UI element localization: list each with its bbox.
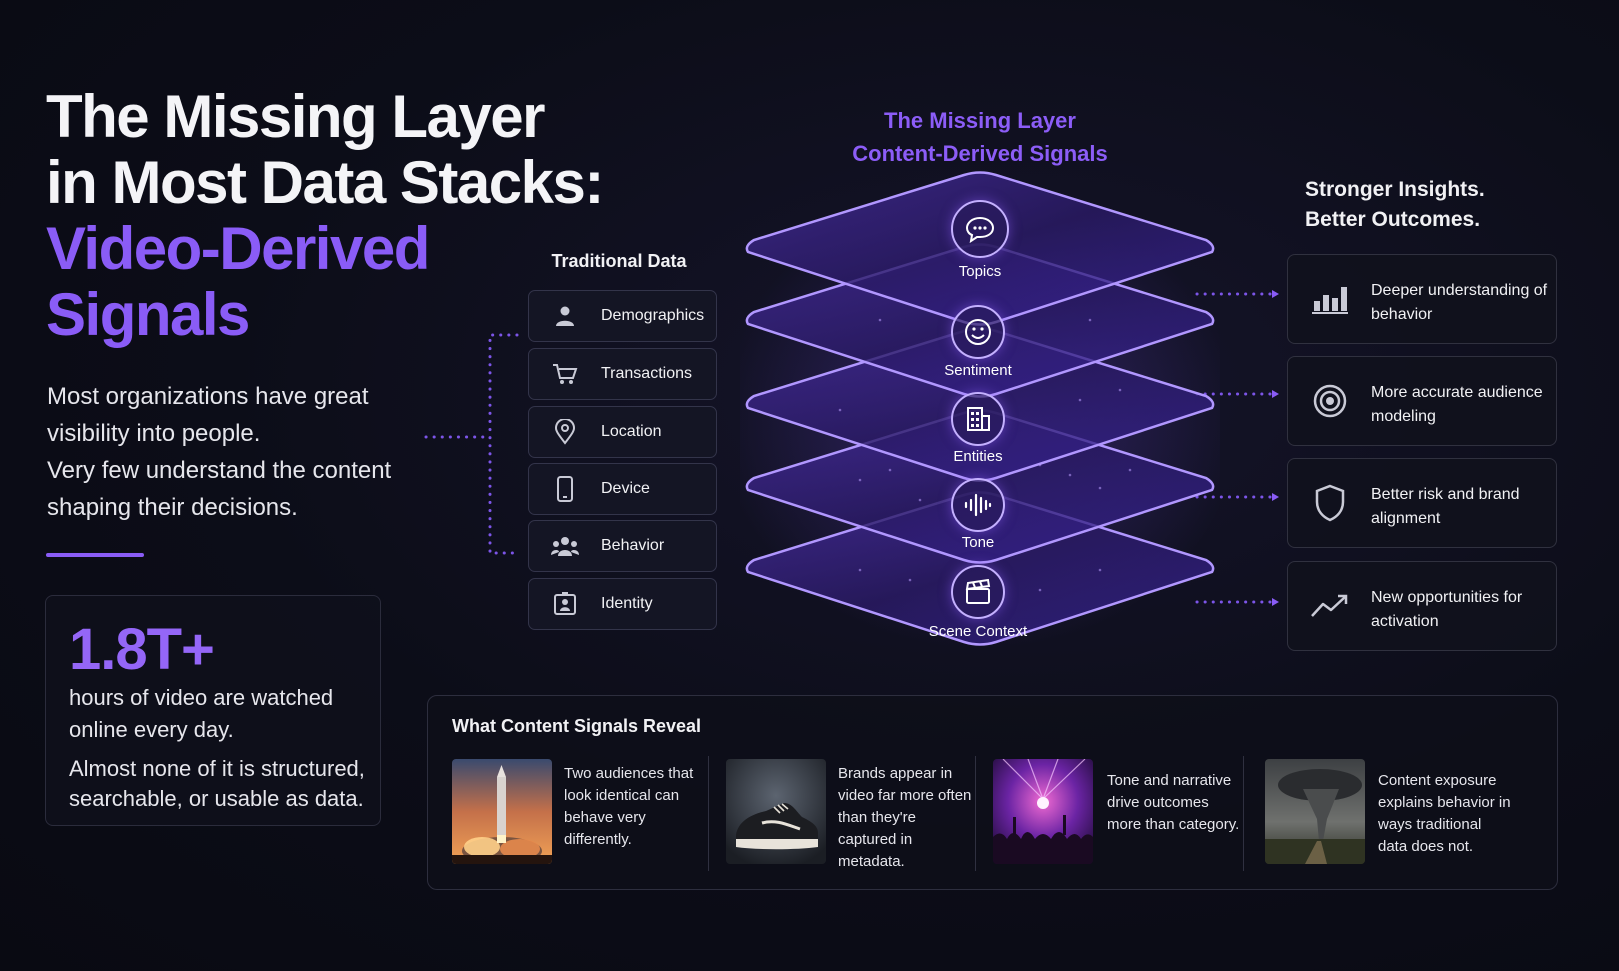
hero-desc-line: Very few understand the content [47, 457, 392, 484]
insight-card: New opportunities for activation [1287, 561, 1557, 651]
layer-label-scene-context: Scene Context [928, 623, 1028, 640]
trend-up-icon [1308, 584, 1352, 628]
panel-title: What Content Signals Reveal [452, 716, 702, 736]
layer-label-entities: Entities [953, 448, 1003, 465]
trad-item-transactions: Transactions [528, 348, 717, 400]
divider [708, 756, 709, 871]
insight-text: More accurate audience modeling [1371, 384, 1543, 425]
trad-item-label: Location [601, 423, 662, 440]
hero-desc-line: visibility into people. [47, 420, 261, 447]
reveal-text: Two audiences that look identical can be… [564, 765, 694, 848]
insights-heading: Stronger Insights. Better Outcomes. [1305, 175, 1565, 235]
group-icon [541, 521, 589, 571]
insight-card: Better risk and brand alignment [1287, 458, 1557, 548]
trad-item-location: Location [528, 406, 717, 458]
tornado-storm-image [1265, 759, 1365, 864]
trad-item-behavior: Behavior [528, 520, 717, 572]
insight-text: Deeper understanding of behavior [1371, 282, 1548, 323]
id-badge-icon [541, 579, 589, 629]
hero-description: Most organizations have great visibility… [47, 378, 427, 526]
trad-item-label: Device [601, 480, 650, 497]
stat-number: 1.8T+ [69, 617, 215, 682]
missing-layer-title: The Missing Layer Content-Derived Signal… [810, 104, 1150, 170]
insight-text: New opportunities for activation [1371, 589, 1523, 630]
reveal-text: Brands appear in video far more often th… [838, 765, 972, 870]
waveform-icon [951, 478, 1005, 532]
page-title: The Missing Layer in Most Data Stacks: V… [46, 84, 606, 348]
layer-label-topics: Topics [958, 263, 1002, 280]
bar-chart-icon [1308, 277, 1352, 321]
title-line: The Missing Layer [46, 83, 545, 150]
target-icon [1308, 379, 1352, 423]
divider [1243, 756, 1244, 871]
trad-item-label: Transactions [601, 365, 692, 382]
traditional-data-heading: Traditional Data [551, 251, 687, 271]
trad-item-demographics: Demographics [528, 290, 717, 342]
person-icon [541, 291, 589, 341]
phone-icon [541, 464, 589, 514]
insight-card: More accurate audience modeling [1287, 356, 1557, 446]
trad-item-identity: Identity [528, 578, 717, 630]
reveal-text: Tone and narrative drive outcomes more t… [1107, 772, 1240, 833]
stat-note: Almost none of it is structured, searcha… [69, 756, 365, 811]
cart-icon [541, 349, 589, 399]
hero-desc-line: shaping their decisions. [47, 494, 298, 521]
trad-item-label: Behavior [601, 537, 665, 554]
stat-caption: hours of video are watched online every … [69, 685, 334, 742]
insights-heading-line: Stronger Insights. [1305, 178, 1485, 201]
title-accent-line: Signals [46, 281, 250, 348]
trad-item-label: Demographics [601, 307, 705, 324]
smiley-icon [951, 305, 1005, 359]
insight-text: Better risk and brand alignment [1371, 486, 1520, 527]
missing-layer-title-line: The Missing Layer [884, 108, 1076, 133]
sneaker-image [726, 759, 826, 864]
concert-crowd-image [993, 759, 1093, 864]
stat-card: 1.8T+ hours of video are watched online … [45, 595, 381, 826]
insights-heading-line: Better Outcomes. [1305, 208, 1481, 231]
content-signals-panel: What Content Signals Reveal Two audience… [427, 695, 1558, 890]
building-icon [951, 392, 1005, 446]
reveal-text: Content exposure explains behavior in wa… [1378, 772, 1511, 855]
chat-bubble-icon [951, 200, 1009, 258]
missing-layer-title-line: Content-Derived Signals [852, 141, 1108, 166]
title-line: in Most Data Stacks: [46, 149, 604, 216]
rocket-launch-image [452, 759, 552, 864]
clapperboard-icon [951, 565, 1005, 619]
title-accent-line: Video-Derived [46, 215, 430, 282]
insight-card: Deeper understanding of behavior [1287, 254, 1557, 344]
layer-label-sentiment: Sentiment [944, 362, 1012, 379]
divider [975, 756, 976, 871]
hero-desc-line: Most organizations have great [47, 383, 369, 410]
trad-item-label: Identity [601, 595, 653, 612]
trad-item-device: Device [528, 463, 717, 515]
accent-divider [46, 553, 144, 557]
shield-icon [1308, 481, 1352, 525]
layer-label-tone: Tone [961, 534, 995, 551]
location-pin-icon [541, 407, 589, 457]
